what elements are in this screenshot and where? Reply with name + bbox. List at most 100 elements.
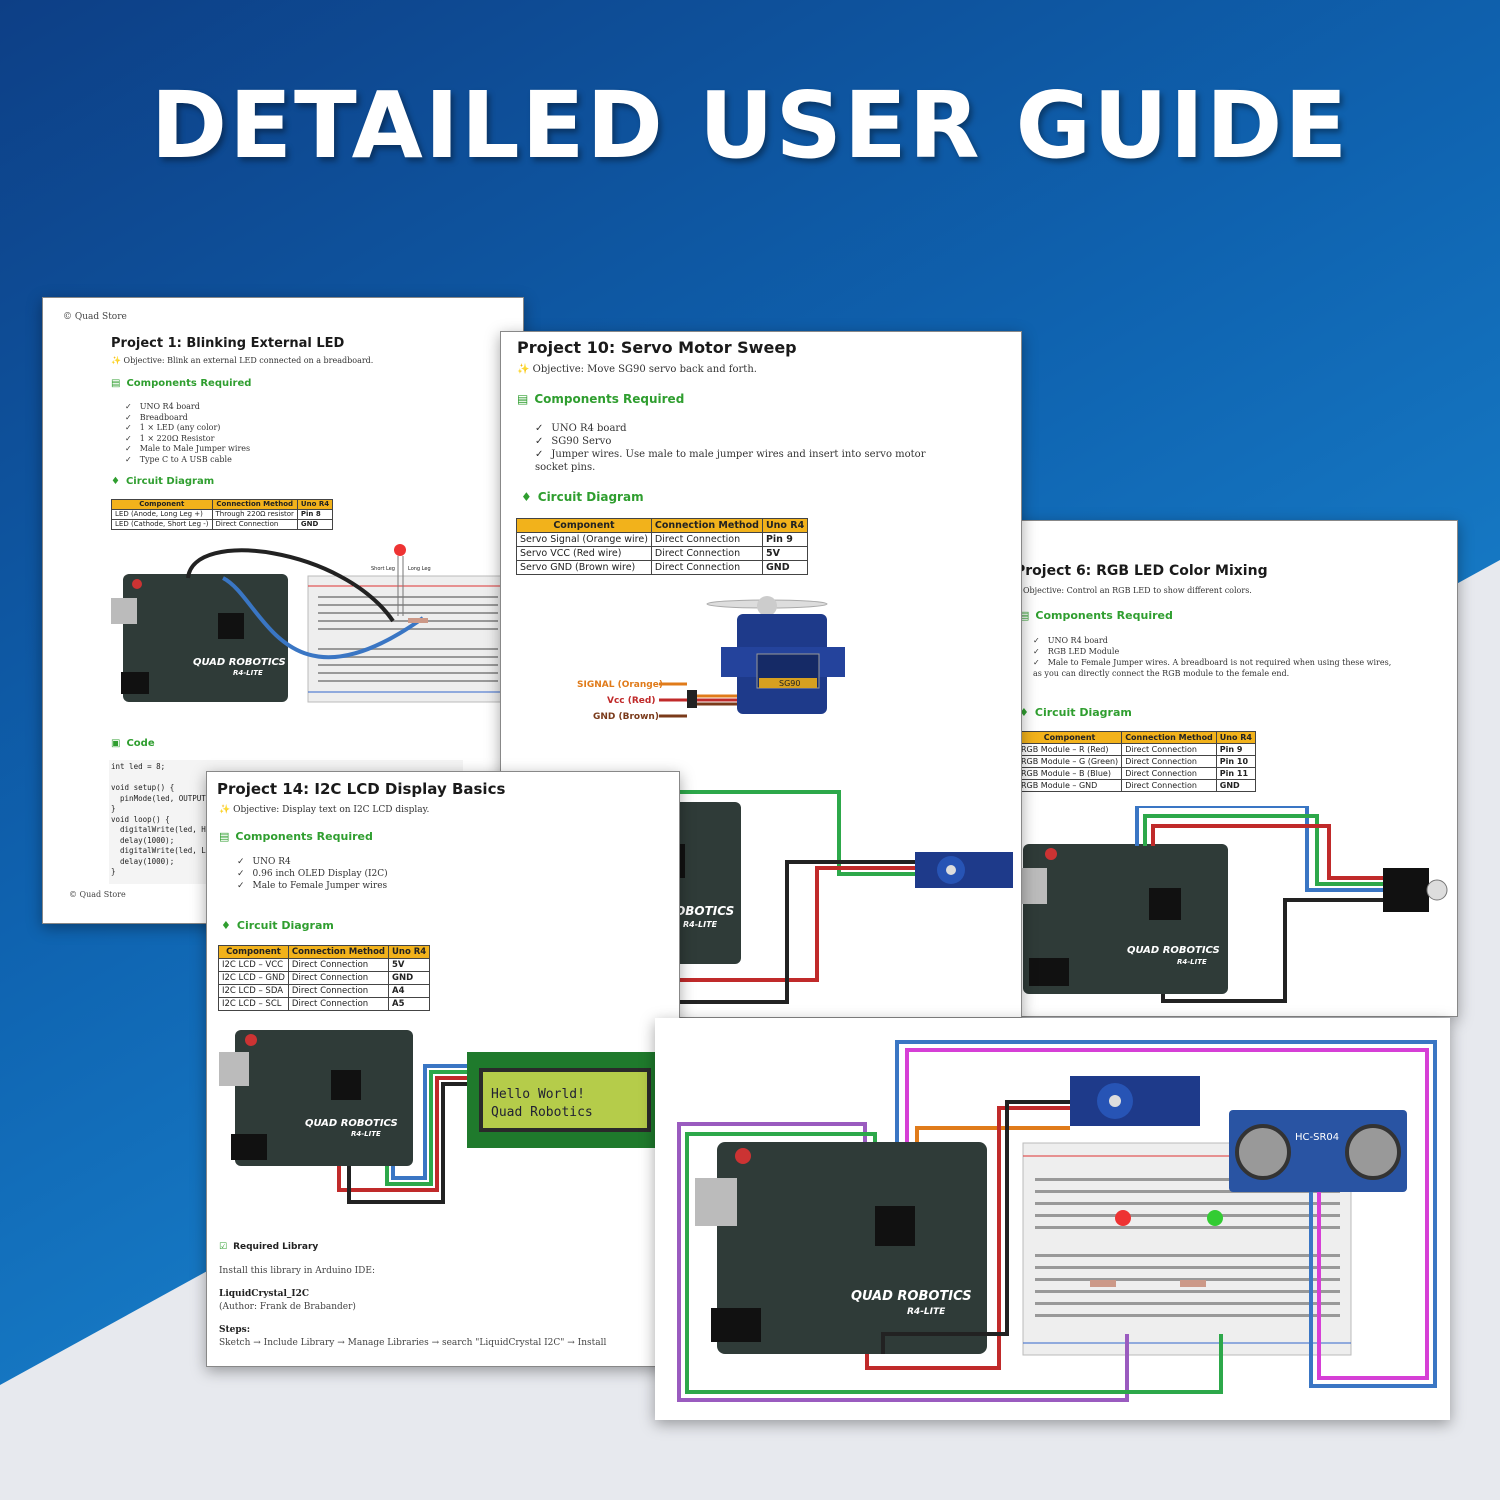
table-cell: Direct Connection bbox=[211, 519, 298, 530]
table-cell: Direct Connection bbox=[1121, 767, 1217, 780]
lcd-line-1: Hello World! bbox=[491, 1087, 585, 1102]
table-cell: Direct Connection bbox=[1121, 779, 1217, 792]
library-intro: Install this library in Arduino IDE: bbox=[219, 1266, 375, 1276]
table-cell: Servo VCC (Red wire) bbox=[516, 546, 652, 561]
steps-label: Steps: bbox=[219, 1325, 251, 1335]
copyright-bottom: © Quad Store bbox=[69, 890, 126, 899]
table-header-cell: Component bbox=[1016, 731, 1123, 744]
project1-title: Project 1: Blinking External LED bbox=[111, 336, 345, 351]
table-header-cell: Component bbox=[111, 499, 213, 510]
table-cell: A5 bbox=[387, 997, 431, 1011]
code-line: int led = 8; bbox=[111, 762, 166, 771]
project1-circuit-diagram: QUAD ROBOTICS R4-LITE Short Leg Long Leg bbox=[111, 544, 504, 703]
code-line: pinMode(led, OUTPUT) bbox=[111, 793, 211, 803]
code-line: delay(1000); bbox=[111, 835, 175, 845]
table-cell: Direct Connection bbox=[650, 560, 763, 575]
table-cell: I2C LCD – GND bbox=[218, 971, 289, 985]
components-heading-label: Components Required bbox=[126, 378, 252, 389]
code-line: digitalWrite(led, LO bbox=[111, 846, 211, 855]
gnd-label: GND (Brown) bbox=[593, 712, 659, 722]
table-cell: I2C LCD – SDA bbox=[218, 984, 289, 998]
uno-board bbox=[717, 1142, 987, 1354]
board-brand: QUAD ROBOTICS bbox=[305, 1118, 398, 1129]
project14-circuit-heading: ♦ Circuit Diagram bbox=[221, 919, 334, 932]
table-cell: GND bbox=[1215, 779, 1257, 792]
long-leg-label: Long Leg bbox=[408, 566, 431, 572]
table-header-cell: Uno R4 bbox=[296, 499, 334, 510]
project14-circuit-diagram: QUAD ROBOTICS R4-LITE Hello World! Quad … bbox=[219, 1030, 663, 1204]
short-leg-label: Short Leg bbox=[371, 566, 395, 572]
code-line: delay(1000); bbox=[111, 856, 175, 866]
table-cell: 5V bbox=[387, 958, 431, 972]
bulb-icon: ♦ bbox=[221, 919, 231, 932]
table-row: LED (Cathode, Short Leg -)Direct Connect… bbox=[111, 519, 334, 530]
project14-objective: ✨ Objective: Display text on I2C LCD dis… bbox=[219, 805, 430, 815]
table-cell: RGB Module – R (Red) bbox=[1016, 743, 1123, 756]
project6-objective: Objective: Control an RGB LED to show di… bbox=[1023, 586, 1252, 595]
bulb-icon: ♦ bbox=[521, 490, 532, 504]
code-line: void loop() { bbox=[111, 814, 170, 824]
library-heading: ☑Required Library bbox=[219, 1242, 318, 1252]
project6-title: Project 6: RGB LED Color Mixing bbox=[1015, 563, 1268, 579]
table-cell: Pin 10 bbox=[1215, 755, 1257, 768]
project1-code-heading: ▣Code bbox=[111, 738, 155, 749]
table-cell: Pin 9 bbox=[1215, 743, 1257, 756]
table-cell: Direct Connection bbox=[650, 532, 763, 547]
vcc-label: Vcc (Red) bbox=[607, 696, 655, 706]
component-item: SG90 Servo bbox=[535, 435, 935, 448]
circuit-heading-label: Circuit Diagram bbox=[125, 476, 215, 487]
table-header-cell: Connection Method bbox=[287, 945, 390, 959]
project1-components-list: UNO R4 boardBreadboard1 × LED (any color… bbox=[125, 402, 250, 465]
component-item: Jumper wires. Use male to male jumper wi… bbox=[535, 448, 935, 474]
board-model: R4-LITE bbox=[1177, 958, 1207, 966]
table-cell: Direct Connection bbox=[287, 984, 390, 998]
green-led bbox=[1207, 1210, 1223, 1226]
toolbox-icon: ▤ bbox=[219, 830, 230, 843]
table-cell: RGB Module – B (Blue) bbox=[1016, 767, 1123, 780]
project14-components-heading: ▤ Components Required bbox=[219, 830, 373, 843]
table-cell: Direct Connection bbox=[287, 958, 390, 972]
components-heading-label: Components Required bbox=[235, 830, 373, 843]
table-cell: LED (Cathode, Short Leg -) bbox=[111, 519, 213, 530]
bulb-icon: ♦ bbox=[111, 476, 120, 487]
table-cell: RGB Module – GND bbox=[1016, 779, 1123, 792]
circuit-heading-label: Circuit Diagram bbox=[236, 919, 334, 932]
component-item: Type C to A USB cable bbox=[125, 455, 250, 466]
component-item: 1 × LED (any color) bbox=[125, 423, 250, 434]
board-model: R4-LITE bbox=[907, 1307, 946, 1317]
steps-text: Sketch → Include Library → Manage Librar… bbox=[219, 1338, 607, 1348]
lcd-line-2: Quad Robotics bbox=[491, 1105, 593, 1120]
hero-title: DETAILED USER GUIDE bbox=[150, 72, 1350, 179]
check-icon: ☑ bbox=[219, 1242, 228, 1252]
table-cell: I2C LCD – SCL bbox=[218, 997, 289, 1011]
component-item: Male to Female Jumper wires bbox=[237, 880, 388, 892]
table-row: Servo Signal (Orange wire)Direct Connect… bbox=[516, 532, 809, 547]
table-cell: Servo Signal (Orange wire) bbox=[516, 532, 652, 547]
components-heading-label: Components Required bbox=[534, 392, 685, 406]
library-author: (Author: Frank de Brabander) bbox=[219, 1302, 356, 1312]
red-led bbox=[1115, 1210, 1131, 1226]
board-brand: QUAD ROBOTICS bbox=[193, 657, 286, 668]
code-line: } bbox=[111, 804, 116, 813]
breadboard bbox=[307, 575, 504, 703]
component-item: Male to Female Jumper wires. A breadboar… bbox=[1033, 657, 1393, 679]
code-line: } bbox=[111, 867, 116, 876]
servo-top-view bbox=[1070, 1076, 1200, 1126]
board-brand: QUAD ROBOTICS bbox=[1127, 945, 1220, 956]
components-heading-label: Components Required bbox=[1035, 609, 1173, 622]
table-cell: I2C LCD – VCC bbox=[218, 958, 289, 972]
board-model: R4-LITE bbox=[233, 669, 263, 677]
uno-board bbox=[1023, 844, 1228, 994]
circuit-heading-label: Circuit Diagram bbox=[537, 490, 644, 504]
monitor-icon: ▣ bbox=[111, 738, 121, 749]
project10-circuit-heading: ♦ Circuit Diagram bbox=[521, 490, 644, 504]
table-cell: Direct Connection bbox=[287, 971, 390, 985]
